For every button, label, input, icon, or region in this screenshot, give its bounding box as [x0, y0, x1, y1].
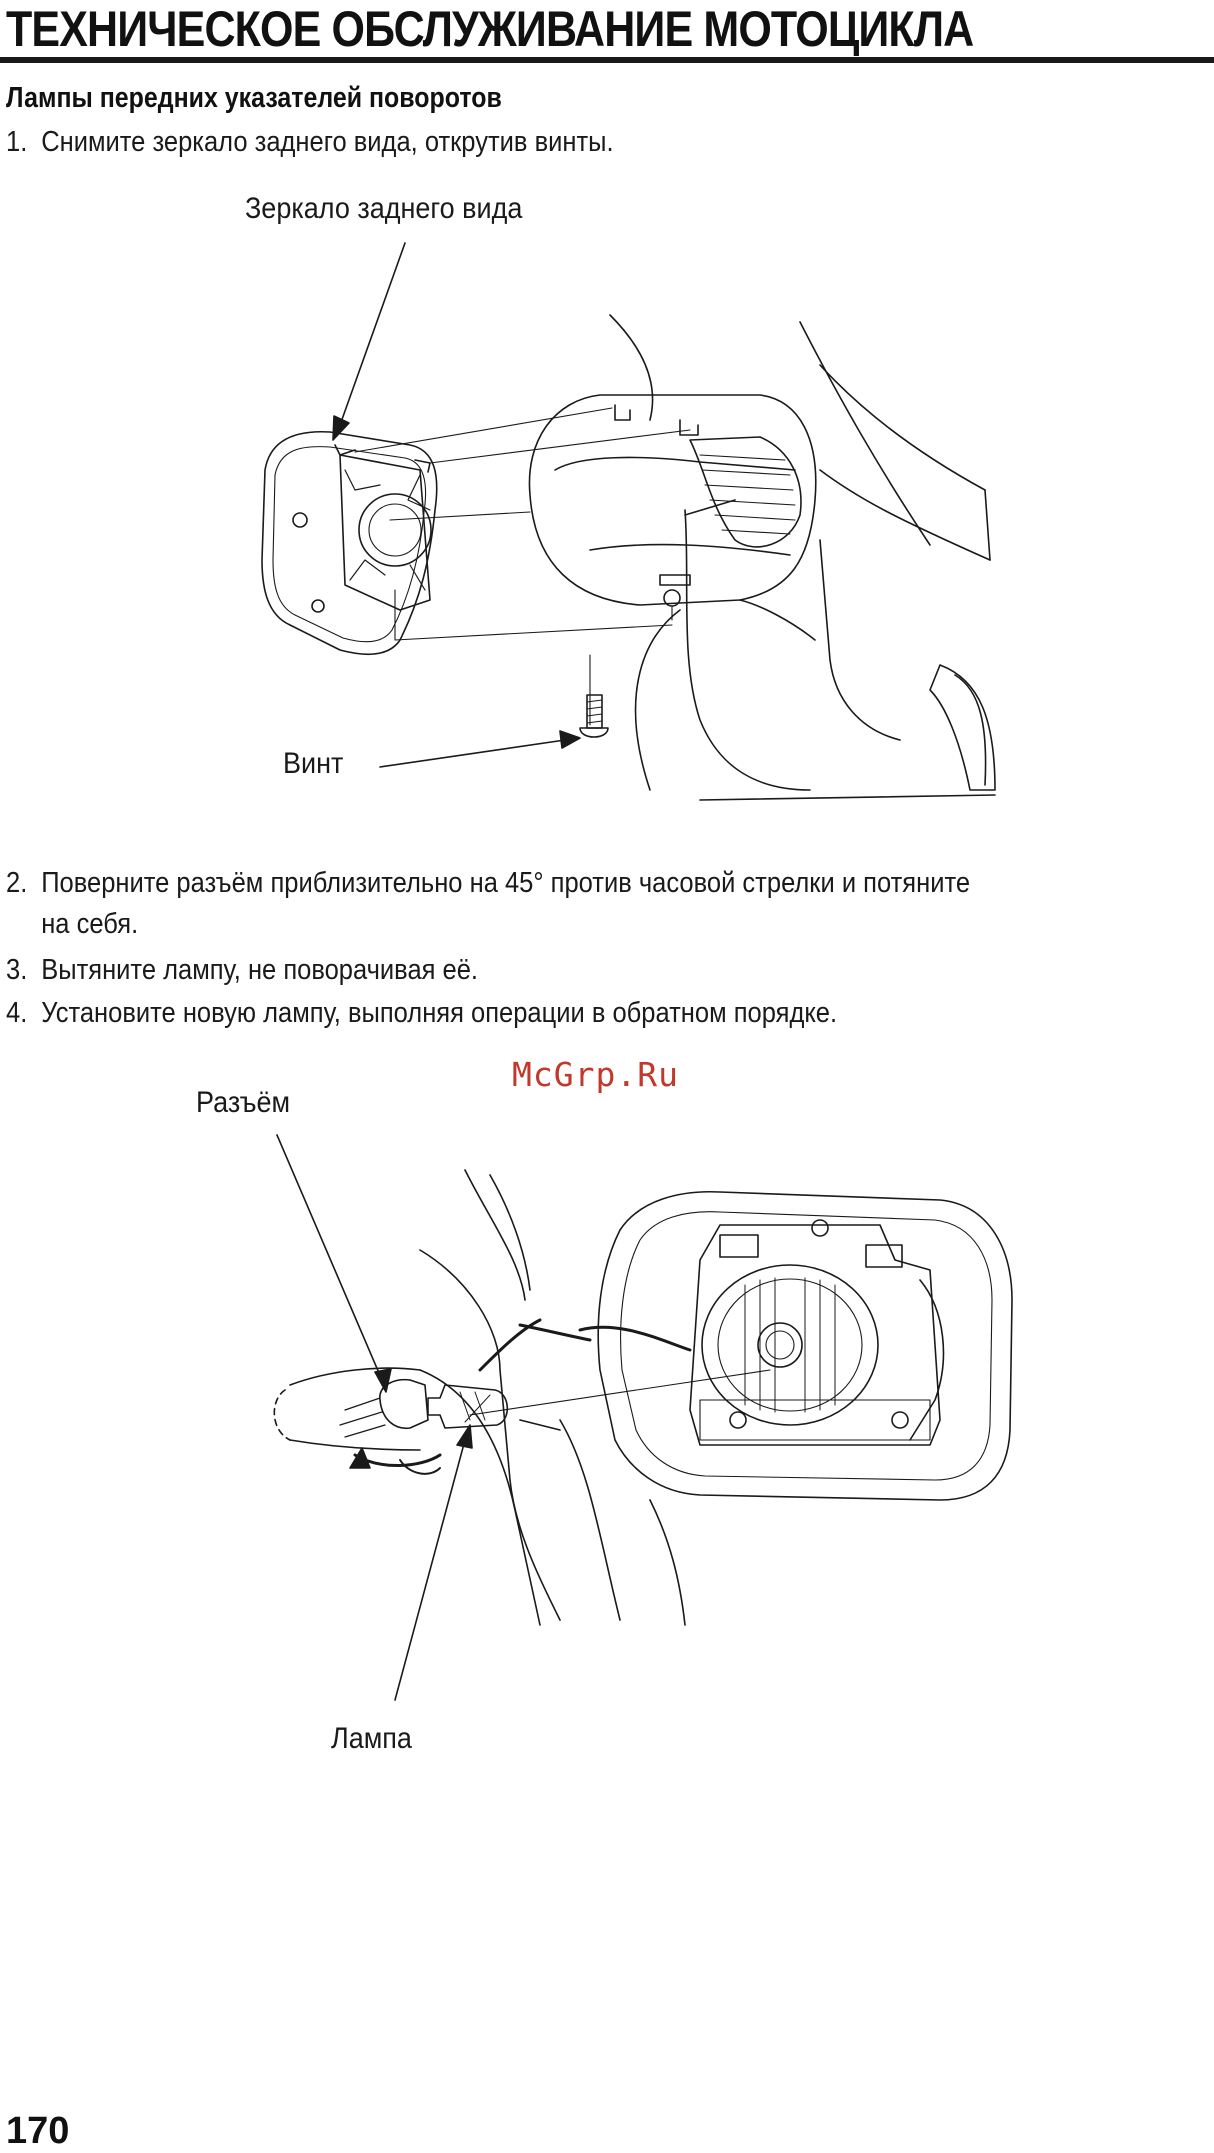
step-text: Снимите зеркало заднего вида, открутив в…: [41, 126, 614, 158]
step-text: Поверните разъём приблизительно на 45° п…: [41, 867, 971, 899]
screw-label: Винт: [283, 747, 344, 780]
step-4: 4. Установите новую лампу, выполняя опера…: [6, 993, 837, 1034]
header-divider: [0, 57, 1214, 63]
bulb-label: Лампа: [331, 1722, 412, 1755]
step-text-continued: на себя.: [41, 908, 139, 940]
step-2: 2. Поверните разъём приблизительно на 45°…: [6, 863, 970, 945]
step-number: 3.: [6, 954, 28, 986]
step-text: Вытяните лампу, не поворачивая её.: [41, 954, 479, 986]
step-number: 2.: [6, 867, 28, 899]
page-header-title: ТЕХНИЧЕСКОЕ ОБСЛУЖИВАНИЕ МОТОЦИКЛА: [6, 1, 974, 57]
connector-label: Разъём: [196, 1086, 291, 1119]
step-number: 1.: [6, 126, 28, 158]
page-number: 170: [6, 2110, 70, 2152]
step-3: 3. Вытяните лампу, не поворачивая её.: [6, 950, 478, 991]
step-1: 1. Снимите зеркало заднего вида, открутив…: [6, 122, 614, 163]
step-number: 4.: [6, 997, 28, 1029]
mirror-label: Зеркало заднего вида: [245, 192, 523, 225]
watermark: McGrp.Ru: [512, 1055, 679, 1094]
step-text: Установите новую лампу, выполняя операци…: [41, 997, 838, 1029]
section-title: Лампы передних указателей поворотов: [6, 82, 502, 114]
